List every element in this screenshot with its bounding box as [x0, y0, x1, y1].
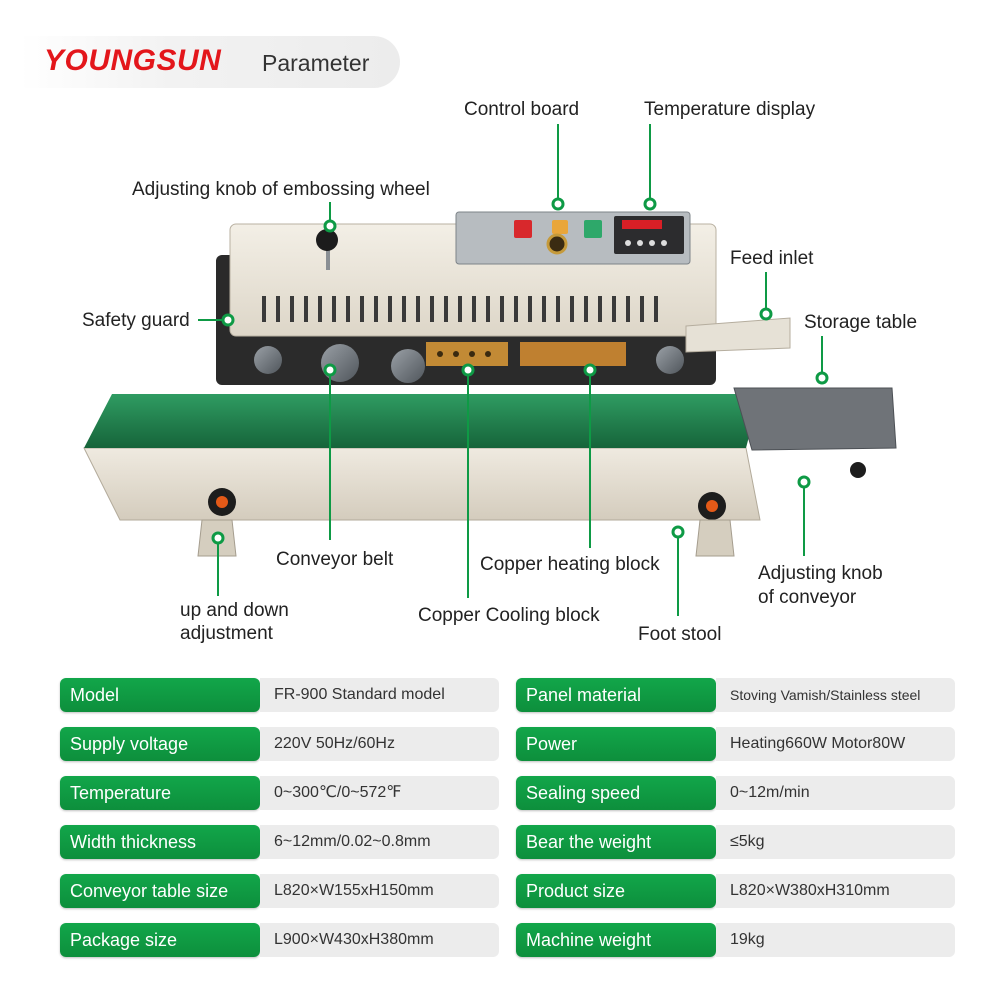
embossing-knob-icon: [316, 229, 338, 251]
spec-label: Model: [60, 678, 260, 712]
conveyor-table: [83, 447, 761, 521]
spec-label: Power: [516, 727, 716, 761]
power-switch-icon: [514, 220, 532, 238]
spec-row-package-size: Package size L900×W430xH380mm: [60, 923, 499, 957]
conveyor-belt-surface: [84, 394, 760, 448]
spec-row-panel-material: Panel material Stoving Vamish/Stainless …: [516, 678, 955, 712]
spec-value: Heating660W Motor80W: [716, 727, 955, 761]
spec-row-conveyor-table-size: Conveyor table size L820×W155xH150mm: [60, 874, 499, 908]
heat-switch-icon: [552, 220, 568, 234]
spec-row-power: Power Heating660W Motor80W: [516, 727, 955, 761]
conveyor-knob-icon: [850, 462, 866, 478]
label-conveyor-belt: Conveyor belt: [276, 549, 394, 570]
spec-value: 0~12m/min: [716, 776, 955, 810]
spec-value: L820×W155xH150mm: [260, 874, 499, 908]
label-safety-guard: Safety guard: [82, 310, 190, 331]
spec-label: Temperature: [60, 776, 260, 810]
spec-row-sealing-speed: Sealing speed 0~12m/min: [516, 776, 955, 810]
label-storage-table: Storage table: [804, 312, 918, 333]
spec-row-supply-voltage: Supply voltage 220V 50Hz/60Hz: [60, 727, 499, 761]
housing-vents: [262, 296, 658, 322]
spec-row-model: Model FR-900 Standard model: [60, 678, 499, 712]
spec-value: ≤5kg: [716, 825, 955, 859]
spec-row-product-size: Product size L820×W380xH310mm: [516, 874, 955, 908]
spec-label: Package size: [60, 923, 260, 957]
label-control-board: Control board: [464, 99, 580, 120]
label-copper-cooling-block: Copper Cooling block: [418, 605, 600, 626]
spec-row-width-thickness: Width thickness 6~12mm/0.02~0.8mm: [60, 825, 499, 859]
spec-label: Machine weight: [516, 923, 716, 957]
storage-table-surface: [733, 387, 897, 451]
spec-row-machine-weight: Machine weight 19kg: [516, 923, 955, 957]
spec-label: Supply voltage: [60, 727, 260, 761]
label-up-down-line2: adjustment: [180, 623, 273, 644]
spec-row-temperature: Temperature 0~300℃/0~572℉: [60, 776, 499, 810]
spec-label: Width thickness: [60, 825, 260, 859]
spec-value: 0~300℃/0~572℉: [260, 776, 499, 810]
label-foot-stool: Foot stool: [638, 624, 722, 645]
spec-row-bear-weight: Bear the weight ≤5kg: [516, 825, 955, 859]
spec-label: Panel material: [516, 678, 716, 712]
spec-value: L820×W380xH310mm: [716, 874, 955, 908]
label-embossing-knob: Adjusting knob of embossing wheel: [132, 179, 430, 200]
label-temperature-display: Temperature display: [644, 99, 816, 120]
spec-value: L900×W430xH380mm: [260, 923, 499, 957]
spec-value: Stoving Vamish/Stainless steel: [716, 678, 955, 712]
sealing-mechanism: [250, 340, 710, 383]
label-feed-inlet: Feed inlet: [730, 248, 814, 269]
header-banner: [20, 36, 400, 88]
spec-value: 220V 50Hz/60Hz: [260, 727, 499, 761]
page-title: Parameter: [262, 50, 370, 76]
spec-label: Bear the weight: [516, 825, 716, 859]
foot-stool-right: [695, 519, 735, 557]
sealer-machine-illustration: [83, 124, 897, 616]
label-conveyor-knob-line2: of conveyor: [758, 587, 857, 608]
feed-inlet-plate: [685, 317, 791, 353]
spec-label: Product size: [516, 874, 716, 908]
spec-label: Conveyor table size: [60, 874, 260, 908]
motor-switch-icon: [584, 220, 602, 238]
spec-value: 6~12mm/0.02~0.8mm: [260, 825, 499, 859]
label-conveyor-knob-line1: Adjusting knob: [758, 563, 883, 584]
speed-knob-icon: [546, 233, 568, 255]
label-copper-heating-block: Copper heating block: [480, 554, 660, 575]
spec-value: FR-900 Standard model: [260, 678, 499, 712]
brand-logo: YOUNGSUN: [44, 44, 222, 77]
label-up-down-line1: up and down: [180, 600, 289, 621]
spec-label: Sealing speed: [516, 776, 716, 810]
spec-value: 19kg: [716, 923, 955, 957]
